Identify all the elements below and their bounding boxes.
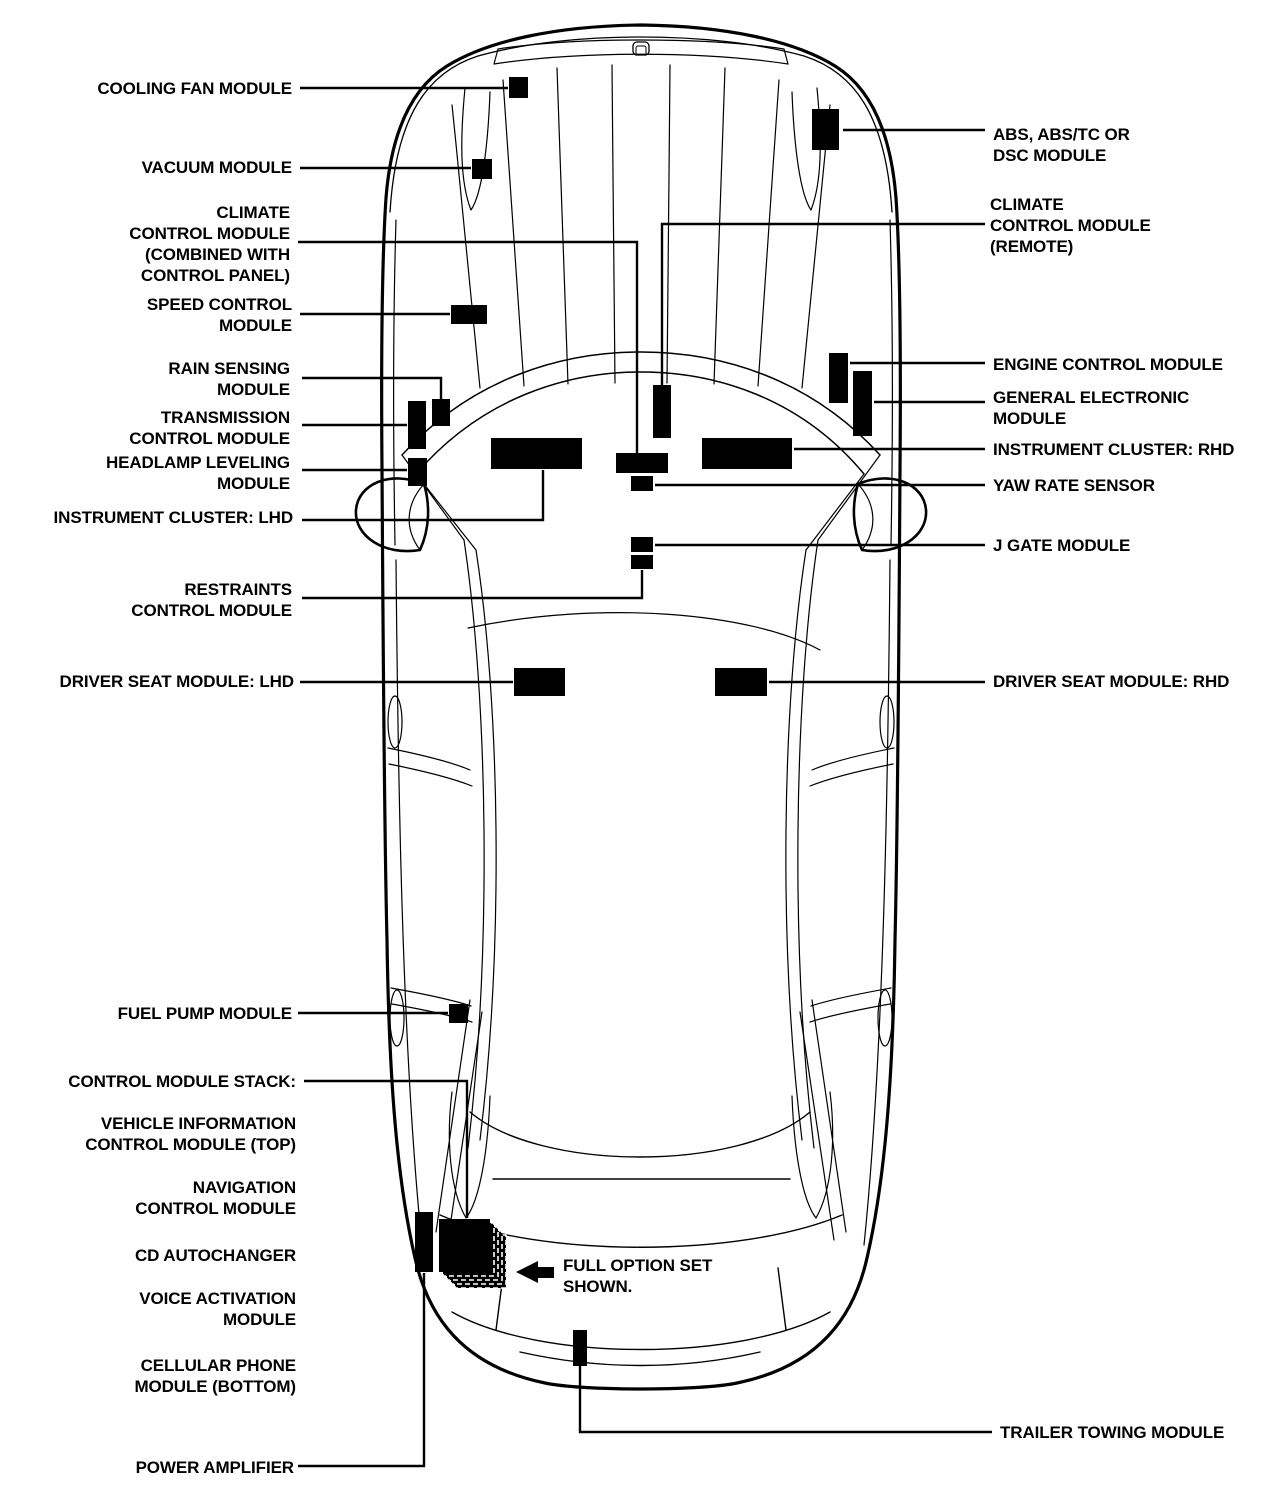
driver-seat-rhd-label: DRIVER SEAT MODULE: RHD xyxy=(993,672,1230,691)
cellular-phone-label: CELLULAR PHONE MODULE (BOTTOM) xyxy=(134,1356,296,1396)
driver-seat-rhd-module-marker xyxy=(715,668,767,696)
instrument-cluster-lhd-label: INSTRUMENT CLUSTER: LHD xyxy=(53,508,294,527)
instrument-cluster-rhd-label: INSTRUMENT CLUSTER: RHD xyxy=(993,440,1235,459)
module-markers-layer xyxy=(408,77,872,1366)
trunk-lines xyxy=(439,1214,843,1367)
a-pillar-lines xyxy=(401,454,881,551)
full-option-note-label: FULL OPTION SET SHOWN. xyxy=(563,1256,713,1296)
headlamp-pockets xyxy=(461,87,821,211)
climate-remote-label: CLIMATE CONTROL MODULE (REMOTE) xyxy=(990,195,1151,256)
power-amplifier-leader-line xyxy=(298,1273,426,1468)
yaw-rate-label: YAW RATE SENSOR xyxy=(993,476,1155,495)
left-mirror xyxy=(354,477,430,553)
power-amplifier-label: POWER AMPLIFIER xyxy=(135,1458,295,1477)
annotation-layer xyxy=(516,1261,554,1283)
c-pillar-lines xyxy=(435,999,847,1241)
headlamp-leveling-label: HEADLAMP LEVELING MODULE xyxy=(105,453,290,493)
fuel-pump-label: FUEL PUMP MODULE xyxy=(117,1004,293,1023)
climate-combined-module-marker xyxy=(616,453,668,473)
cooling-fan-label: COOLING FAN MODULE xyxy=(97,79,292,98)
climate-remote-leader-line xyxy=(660,222,985,385)
yaw-rate-sensor-marker xyxy=(631,476,653,491)
engine-control-label: ENGINE CONTROL MODULE xyxy=(993,355,1223,374)
hood-ornament xyxy=(632,41,650,56)
left-mirror-inner xyxy=(408,483,425,551)
general-electronic-module-marker xyxy=(853,371,872,436)
leader-lines-layer xyxy=(298,86,992,1468)
front-left-wheel-arch xyxy=(387,695,403,749)
door-seam-lines xyxy=(387,747,895,1023)
vacuum-label: VACUUM MODULE xyxy=(141,158,293,177)
right-mirror xyxy=(852,477,928,553)
car-outline xyxy=(354,23,928,1391)
rain-sensing-leader-line xyxy=(302,376,443,400)
instrument-cluster-lhd-leader-line xyxy=(302,470,545,522)
front-right-wheel-arch xyxy=(879,695,895,749)
fender-crease-lines xyxy=(393,219,893,1246)
climate-combined-label: CLIMATE CONTROL MODULE (COMBINED WITH CO… xyxy=(129,203,290,285)
abs-label: ABS, ABS/TC OR DSC MODULE xyxy=(993,125,1130,165)
climate-combined-leader-line xyxy=(298,240,639,454)
engine-control-module-marker xyxy=(829,353,848,403)
rain-sensing-label: RAIN SENSING MODULE xyxy=(168,359,290,399)
transmission-label: TRANSMISSION CONTROL MODULE xyxy=(129,408,290,448)
navigation-label: NAVIGATION CONTROL MODULE xyxy=(135,1178,296,1218)
speed-control-module-marker xyxy=(451,305,487,324)
control-module-stack-label: CONTROL MODULE STACK: xyxy=(68,1072,296,1091)
transmission-module-marker xyxy=(408,401,426,449)
trailer-towing-module-marker xyxy=(573,1330,587,1366)
cd-autochanger-label: CD AUTOCHANGER xyxy=(134,1246,296,1265)
vacuum-module-marker xyxy=(472,159,492,179)
rear-right-wheel-arch xyxy=(877,989,893,1047)
restraints-leader-line xyxy=(302,570,644,600)
trailer-towing-label: TRAILER TOWING MODULE xyxy=(1000,1423,1225,1442)
hood-ornament-inner xyxy=(635,45,647,56)
trailer-towing-leader-line xyxy=(578,1366,992,1434)
full-option-arrow-icon xyxy=(516,1261,554,1283)
car-body-outline xyxy=(380,23,902,1391)
rear-window-band xyxy=(469,1111,811,1180)
abs-module-marker xyxy=(812,109,839,150)
cabin-side-lines xyxy=(463,539,819,1149)
speed-control-label: SPEED CONTROL MODULE xyxy=(146,295,292,335)
voice-activation-label: VOICE ACTIVATION MODULE xyxy=(139,1289,296,1329)
j-gate-label: J GATE MODULE xyxy=(993,536,1131,555)
driver-seat-lhd-label: DRIVER SEAT MODULE: LHD xyxy=(59,672,295,691)
headlamp-leveling-module-marker xyxy=(408,458,427,486)
roof-front-edge xyxy=(467,612,821,651)
hood-rib-lines xyxy=(451,64,831,389)
front-inner-line xyxy=(389,36,893,213)
j-gate-module-marker xyxy=(631,537,653,552)
cd-stack-module-marker xyxy=(439,1219,490,1272)
wheel-arches xyxy=(387,695,895,1047)
instrument-cluster-rhd-module-marker xyxy=(702,438,792,469)
rear-left-wheel-arch xyxy=(389,989,405,1047)
control-module-stack-leader-line xyxy=(304,1079,469,1218)
windshield-band xyxy=(401,351,881,475)
power-amplifier-module-marker xyxy=(415,1212,433,1272)
hood-panel-lines xyxy=(493,39,789,65)
climate-remote-module-marker xyxy=(653,385,671,438)
cooling-fan-module-marker xyxy=(509,77,528,98)
vehicle-info-label: VEHICLE INFORMATION CONTROL MODULE (TOP) xyxy=(85,1114,296,1154)
fuel-pump-module-marker xyxy=(449,1004,468,1023)
general-electronic-label: GENERAL ELECTRONIC MODULE xyxy=(993,388,1190,428)
rain-sensing-module-marker xyxy=(432,399,450,426)
driver-seat-lhd-module-marker xyxy=(514,668,565,696)
restraints-module-marker xyxy=(631,555,653,569)
instrument-cluster-lhd-module-marker xyxy=(491,438,582,469)
right-mirror-inner xyxy=(857,483,874,551)
restraints-label: RESTRAINTS CONTROL MODULE xyxy=(131,580,292,620)
